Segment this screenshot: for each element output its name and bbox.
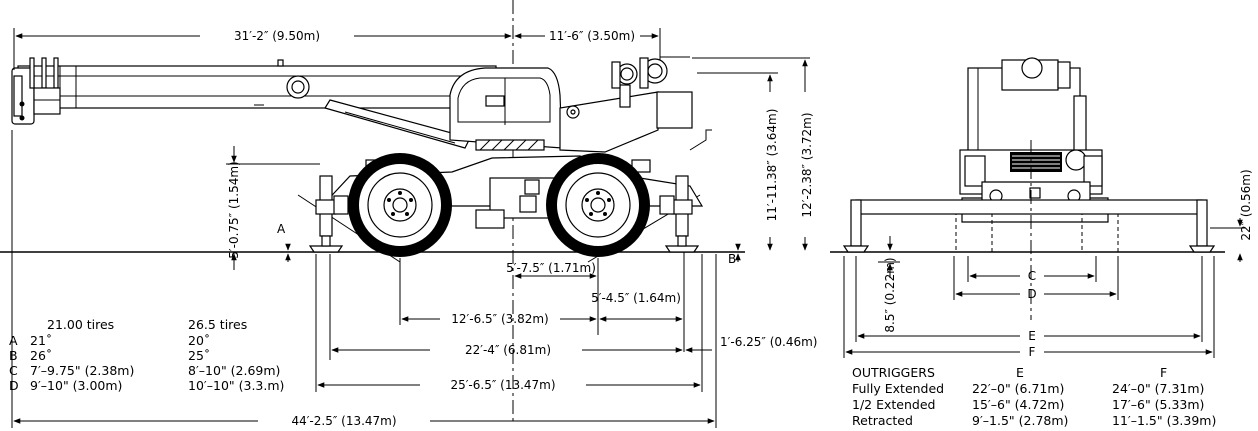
width-d-label: D xyxy=(1027,287,1036,301)
tire-table: 21.00 tires 26.5 tires A 21˚ 20˚ B 26˚ 2… xyxy=(9,317,284,393)
tire-row-value: 9′–10" (3.00m) xyxy=(30,378,122,393)
front-tire xyxy=(348,153,452,257)
pad-height-label: 22″ (0.56m) xyxy=(1239,169,1253,240)
outrigger-col-f: F xyxy=(1160,365,1167,380)
tire-row-value: 21˚ xyxy=(30,333,52,348)
outrigger-col-e: E xyxy=(1016,365,1024,380)
base-length-label: 25′-6.5″ (13.47m) xyxy=(450,378,555,392)
tire-row-value: 25˚ xyxy=(188,348,210,363)
outrigger-row-label: Fully Extended xyxy=(852,381,944,396)
tire-row-value: 26˚ xyxy=(30,348,52,363)
width-e-label: E xyxy=(1028,329,1036,343)
outrigger-row-f: 17′–6" (5.33m) xyxy=(1112,397,1204,412)
outrigger-row-e: 9′–1.5" (2.78m) xyxy=(972,413,1068,428)
tire-row-value: 7′–9.75" (2.38m) xyxy=(30,363,134,378)
tire-header-26: 26.5 tires xyxy=(188,317,247,332)
outrigger-row-e: 15′–6" (4.72m) xyxy=(972,397,1064,412)
center-to-axle-label: 5′-7.5″ (1.71m) xyxy=(506,261,596,275)
tire-row-value: 10′–10" (3.3.m) xyxy=(188,378,284,393)
boom-head xyxy=(11,57,61,125)
rear-length-label: 11′-6″ (3.50m) xyxy=(549,29,635,43)
outrigger-overhang-label: 1′-6.25″ (0.46m) xyxy=(720,335,817,349)
tire-row-value: 8′–10" (2.69m) xyxy=(188,363,280,378)
boom xyxy=(17,59,497,109)
tire-row-key: B xyxy=(9,348,18,363)
tire-row-value: 20˚ xyxy=(188,333,210,348)
wheelbase-label: 12′-6.5″ (3.82m) xyxy=(451,312,548,326)
outrigger-rear-side xyxy=(659,175,700,253)
width-c-label: C xyxy=(1028,269,1036,283)
boom-length-label: 31′-2″ (9.50m) xyxy=(234,29,320,43)
overall-length-label: 44′-2.5″ (13.47m) xyxy=(291,414,396,428)
ground-clearance-label: 5′-0.75″ (1.54m) xyxy=(227,161,241,258)
outrigger-beam xyxy=(855,199,1203,215)
outrigger-table: OUTRIGGERS E F Fully Extended 22′–0" (6.… xyxy=(852,365,1216,428)
outrigger-spread-label: 22′-4″ (6.81m) xyxy=(465,343,551,357)
outrigger-table-title: OUTRIGGERS xyxy=(852,365,935,380)
tire-row-key: D xyxy=(9,378,19,393)
pad-thickness-label: 8.5″ (0.22m) xyxy=(883,257,897,332)
angle-a-label: A xyxy=(277,222,286,236)
winch-drums xyxy=(611,56,690,89)
counterweight xyxy=(559,84,712,153)
outrigger-row-label: Retracted xyxy=(852,413,913,428)
outrigger-row-label: 1/2 Extended xyxy=(852,397,935,412)
tire-row-key: C xyxy=(9,363,18,378)
side-view: 31′-2″ (9.50m) 11′-6″ (3.50m) 11′-11.38″… xyxy=(0,0,817,428)
cab-height-label: 11′-11.38″ (3.64m) xyxy=(765,109,779,222)
rear-tire xyxy=(546,153,650,257)
front-view: 22″ (0.56m) 8.5″ (0.22m) C D E F xyxy=(830,57,1253,359)
outrigger-row-f: 11′–1.5" (3.39m) xyxy=(1112,413,1216,428)
width-f-label: F xyxy=(1029,345,1036,359)
tire-row-key: A xyxy=(9,333,18,348)
angle-b-label: B xyxy=(728,252,736,266)
overall-height-label: 12′-2.38″ (3.72m) xyxy=(800,112,814,217)
axle-to-outrigger-label: 5′-4.5″ (1.64m) xyxy=(591,291,681,305)
outrigger-row-e: 22′–0" (6.71m) xyxy=(972,381,1064,396)
tire-header-21: 21.00 tires xyxy=(47,317,114,332)
cab xyxy=(449,67,563,151)
outrigger-row-f: 24′–0" (7.31m) xyxy=(1112,381,1204,396)
